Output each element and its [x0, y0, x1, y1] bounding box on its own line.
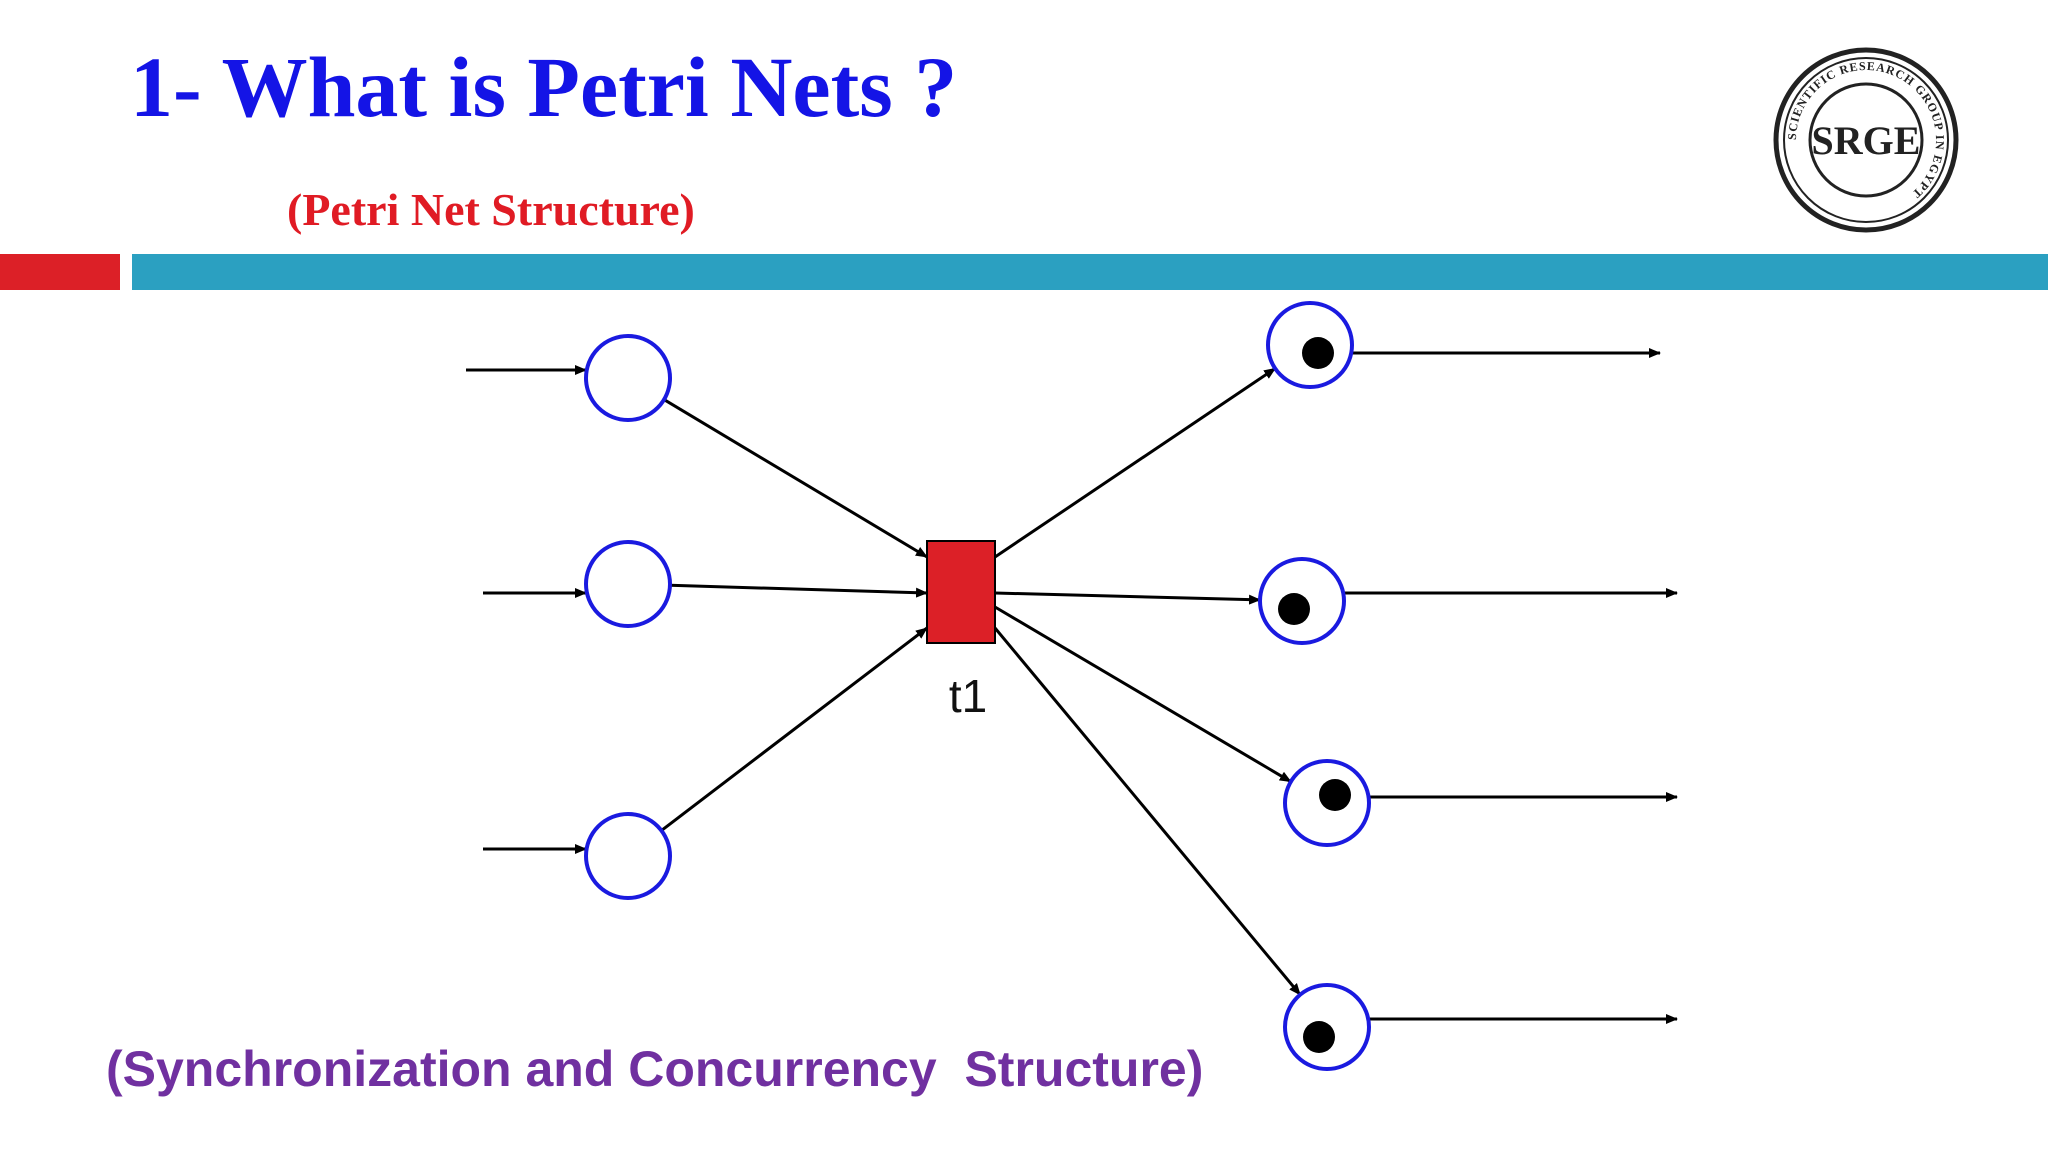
slide-title: 1- What is Petri Nets ? [130, 39, 958, 135]
slide-subtitle: (Petri Net Structure) [287, 184, 695, 235]
transition-to-place-arc-1 [994, 367, 1276, 559]
arcs-group [466, 348, 1678, 1024]
logo-text: SRGE [1812, 118, 1921, 163]
output-place-2-token [1278, 593, 1310, 625]
place-to-transition-arc-3 [660, 626, 928, 832]
transition-to-place-arc-2 [994, 591, 1262, 605]
srge-logo: SCIENTIFIC RESEARCH GROUP IN EGYPT SRGE [1773, 47, 1959, 233]
transition-to-place-arc-3 [994, 605, 1292, 783]
input-place-3 [584, 812, 672, 900]
accent-bar-teal [132, 254, 2048, 290]
input-place-1 [584, 334, 672, 422]
accent-bar-red [0, 254, 120, 290]
places-group [584, 301, 1371, 1071]
place-to-transition-arc-1 [663, 398, 928, 559]
output-place-1-token [1302, 337, 1334, 369]
place-to-transition-arc-2 [669, 583, 928, 598]
transition-label: t1 [949, 670, 987, 722]
output-place-3-token [1319, 779, 1351, 811]
output-place-4-token [1303, 1021, 1335, 1053]
transition-to-place-arc-4 [993, 627, 1302, 996]
slide-caption: (Synchronization and Concurrency Structu… [106, 1041, 1204, 1097]
transition-t1 [926, 540, 996, 644]
input-place-2 [584, 540, 672, 628]
